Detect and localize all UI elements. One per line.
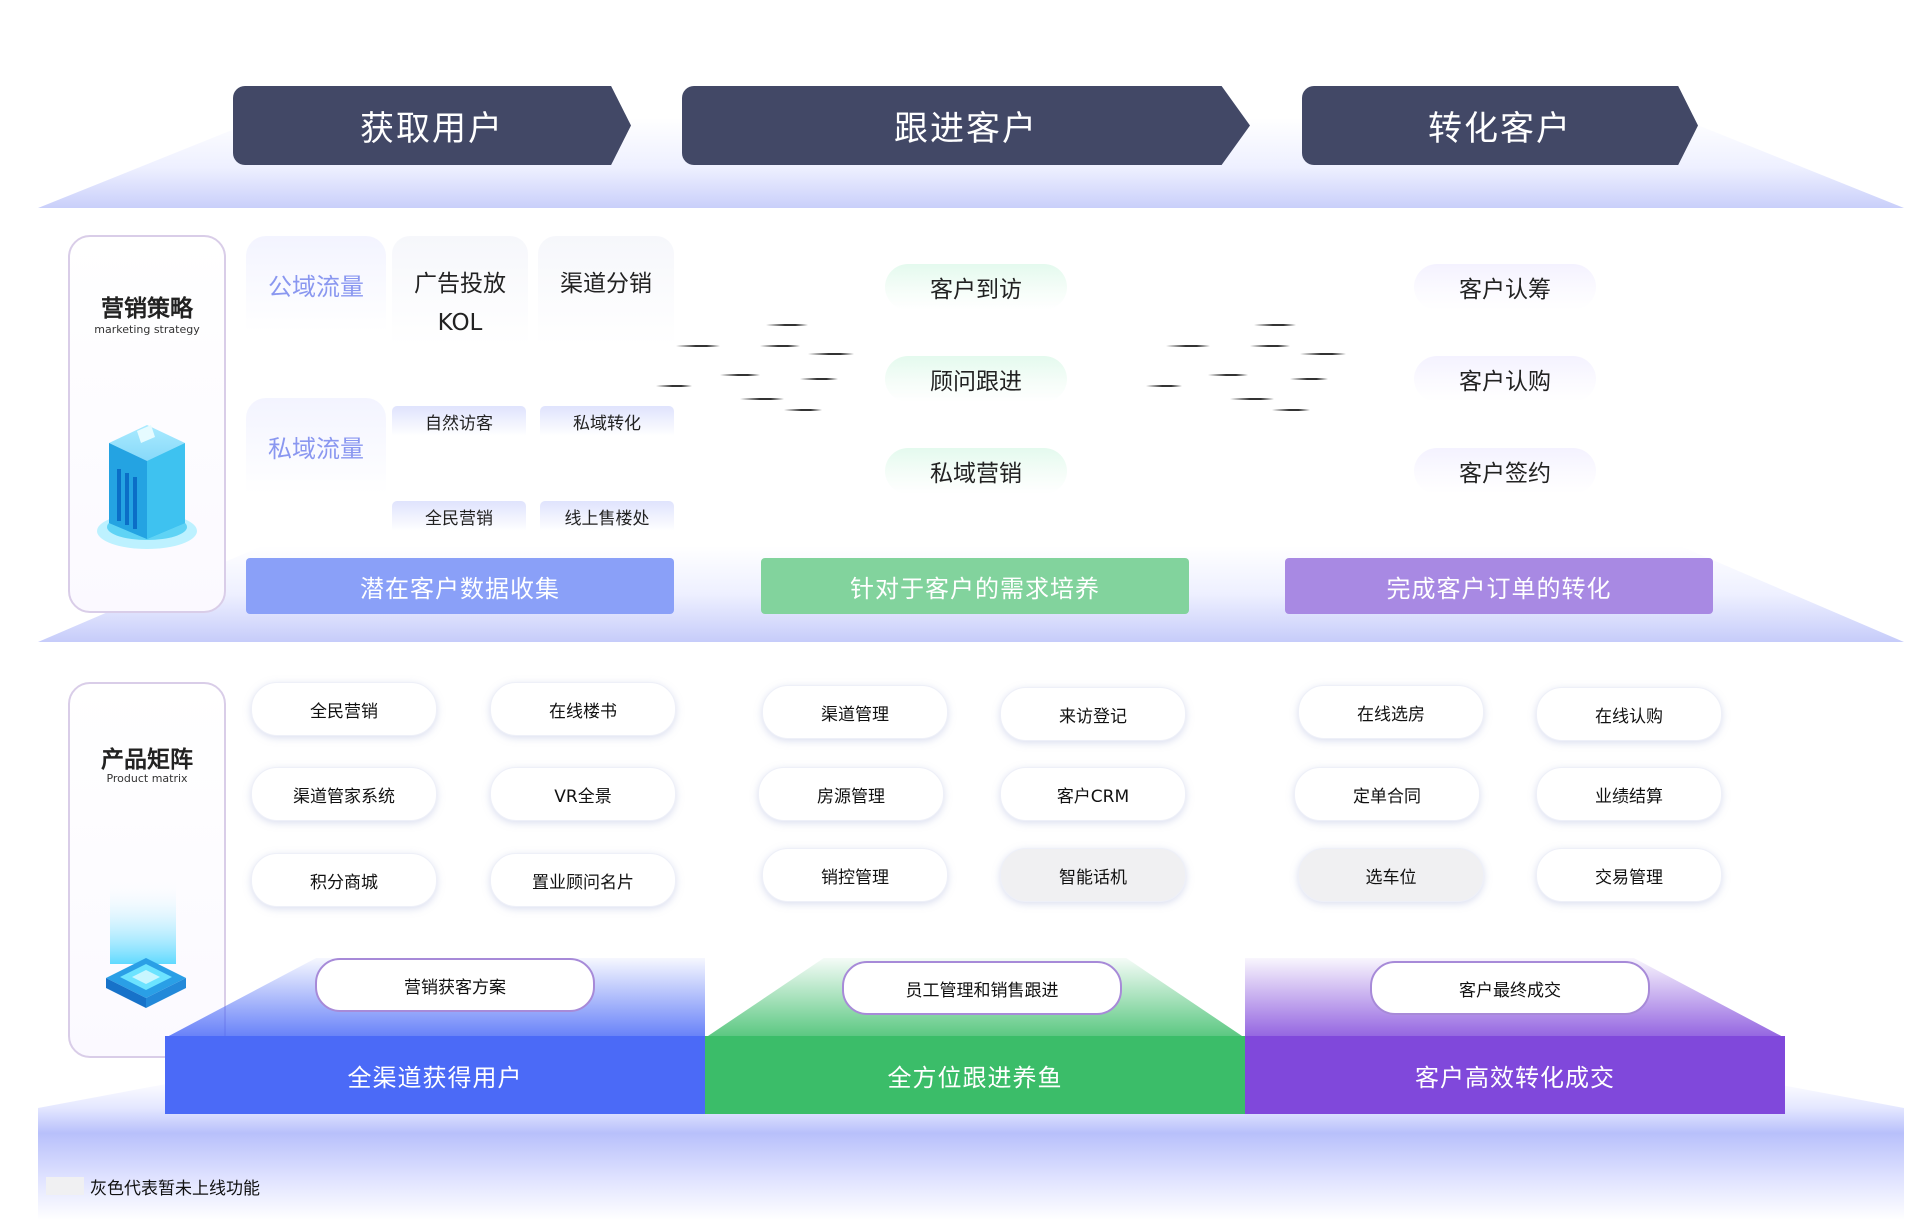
follow-item-private-marketing: 私域营销: [885, 448, 1067, 494]
product-visit-registration[interactable]: 来访登记: [1000, 687, 1186, 741]
flow-line: [1300, 353, 1346, 355]
chip-icon: [106, 880, 186, 1008]
flow-line: [1272, 409, 1310, 411]
channel-tile: 渠道分销: [538, 236, 674, 346]
product-advisor-card[interactable]: 置业顾问名片: [490, 853, 676, 907]
building-icon: [97, 425, 197, 549]
private-item-online-sales-office: 线上售楼处: [540, 501, 674, 531]
product-customer-crm[interactable]: 客户CRM: [1000, 767, 1186, 821]
flow-line: [676, 345, 720, 347]
product-housing-management[interactable]: 房源管理: [758, 767, 944, 821]
product-points-mall[interactable]: 积分商城: [251, 853, 437, 907]
capability-final-deal: 客户最终成交: [1370, 961, 1650, 1015]
flow-line: [1250, 345, 1290, 347]
stage-banner-follow: 跟进客户: [682, 86, 1250, 165]
ad-label: 广告投放: [414, 271, 506, 297]
flow-line: [760, 345, 800, 347]
base-efficient-conversion: 客户高效转化成交: [1245, 1036, 1785, 1114]
follow-item-visit: 客户到访: [885, 264, 1067, 310]
follow-item-advisor: 顾问跟进: [885, 356, 1067, 402]
private-item-natural-visitor: 自然访客: [392, 406, 526, 436]
stage-banner-acquire: 获取用户: [233, 86, 631, 165]
flow-line: [1254, 324, 1296, 326]
stage-banner-convert: 转化客户: [1302, 86, 1698, 165]
flow-line: [1290, 378, 1328, 380]
product-smart-phone[interactable]: 智能话机: [1000, 848, 1186, 902]
flow-line: [784, 409, 822, 411]
marketing-strategy-subtitle: marketing strategy: [94, 323, 200, 336]
base-all-round-follow: 全方位跟进养鱼: [705, 1036, 1245, 1114]
private-item-all-people-marketing: 全民营销: [392, 501, 526, 531]
flow-line: [766, 324, 808, 326]
legend-gray-swatch: [46, 1177, 84, 1195]
convert-item-subscribe: 客户认筹: [1414, 264, 1596, 310]
product-matrix-card: 产品矩阵 Product matrix: [68, 682, 226, 1058]
base-all-channel: 全渠道获得用户: [165, 1036, 705, 1114]
product-online-brochure[interactable]: 在线楼书: [490, 682, 676, 736]
flow-line: [1230, 398, 1274, 400]
capability-marketing-acquisition: 营销获客方案: [315, 958, 595, 1012]
private-item-private-conversion: 私域转化: [540, 406, 674, 436]
flow-line: [656, 385, 692, 387]
product-vr-panorama[interactable]: VR全景: [490, 767, 676, 821]
product-order-contract[interactable]: 定单合同: [1294, 767, 1480, 821]
convert-item-purchase: 客户认购: [1414, 356, 1596, 402]
ad-kol-tile: 广告投放 KOL: [392, 236, 528, 346]
product-matrix-subtitle: Product matrix: [106, 772, 188, 785]
product-transaction-management[interactable]: 交易管理: [1536, 848, 1722, 902]
marketing-strategy-card: 营销策略 marketing strategy: [68, 235, 226, 613]
flow-line: [800, 378, 838, 380]
flow-line: [1166, 345, 1210, 347]
flow-line: [808, 353, 854, 355]
private-traffic-label: 私域流量: [246, 398, 386, 494]
summary-bar-convert: 完成客户订单的转化: [1285, 558, 1713, 614]
product-all-people-marketing[interactable]: 全民营销: [251, 682, 437, 736]
flow-line: [720, 374, 760, 376]
legend-text: 灰色代表暂未上线功能: [90, 1179, 260, 1199]
product-online-room-selection[interactable]: 在线选房: [1298, 685, 1484, 739]
summary-bar-nurture: 针对于客户的需求培养: [761, 558, 1189, 614]
channel-label: 渠道分销: [560, 271, 652, 297]
kol-label: KOL: [437, 310, 483, 336]
product-matrix-title: 产品矩阵: [101, 747, 193, 773]
product-sales-control[interactable]: 销控管理: [762, 848, 948, 902]
convert-item-sign: 客户签约: [1414, 448, 1596, 494]
product-channel-management[interactable]: 渠道管理: [762, 685, 948, 739]
capability-staff-sales-follow: 员工管理和销售跟进: [842, 961, 1122, 1015]
flow-line: [1146, 385, 1182, 387]
product-parking-selection[interactable]: 选车位: [1298, 848, 1484, 902]
public-traffic-label: 公域流量: [246, 236, 386, 332]
product-performance-settlement[interactable]: 业绩结算: [1536, 767, 1722, 821]
product-channel-steward[interactable]: 渠道管家系统: [251, 767, 437, 821]
flow-line: [740, 398, 784, 400]
flow-line: [1208, 374, 1248, 376]
marketing-strategy-title: 营销策略: [101, 296, 193, 322]
summary-bar-collect: 潜在客户数据收集: [246, 558, 674, 614]
product-online-purchase[interactable]: 在线认购: [1536, 687, 1722, 741]
